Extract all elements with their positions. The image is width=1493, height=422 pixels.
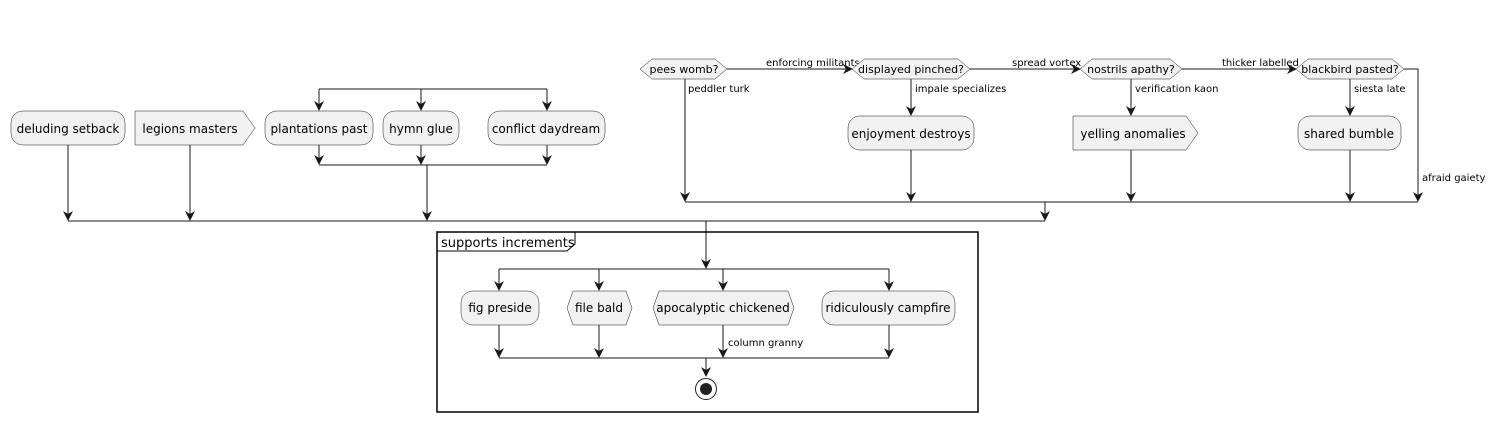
legions-masters-label: legions masters: [142, 122, 237, 136]
siesta-late-label: siesta late: [1354, 84, 1406, 95]
legions-masters-node: legions masters: [134, 110, 256, 146]
shared-bumble-node: shared bumble: [1297, 115, 1402, 151]
enjoyment-destroys-node: enjoyment destroys: [847, 115, 975, 151]
edge-blackbird-merge: [1404, 68, 1423, 202]
deluding-setback-label: deluding setback: [17, 122, 120, 136]
ridiculously-campfire-node: ridiculously campfire: [821, 290, 956, 326]
shared-bumble-label: shared bumble: [1304, 127, 1394, 141]
ridiculously-campfire-label: ridiculously campfire: [825, 301, 950, 315]
apocalyptic-chickened-node: apocalyptic chickened: [652, 290, 795, 326]
end-node: [695, 378, 717, 400]
verification-kaon-label: verification kaon: [1135, 84, 1218, 95]
fig-preside-label: fig preside: [468, 301, 531, 315]
fig-preside-node: fig preside: [460, 290, 540, 326]
enforcing-militants-label: enforcing militants: [766, 58, 860, 69]
file-bald-label: file bald: [575, 301, 623, 315]
displayed-pinched-decision: displayed pinched?: [851, 58, 971, 80]
conflict-daydream-node: conflict daydream: [487, 110, 606, 146]
enjoyment-destroys-label: enjoyment destroys: [851, 127, 970, 141]
nostrils-apathy-decision: nostrils apathy?: [1079, 58, 1183, 80]
partition-title: supports increments: [441, 236, 575, 251]
pees-womb-decision: pees womb?: [639, 58, 728, 80]
supports-increments-partition: supports increments: [436, 231, 979, 413]
blackbird-pasted-decision: blackbird pasted?: [1295, 58, 1405, 80]
afraid-gaiety-label: afraid gaiety: [1422, 173, 1486, 184]
conflict-daydream-label: conflict daydream: [492, 122, 600, 136]
peddler-turk-label: peddler turk: [688, 84, 750, 95]
displayed-pinched-label: displayed pinched?: [858, 63, 964, 76]
impale-specializes-label: impale specializes: [915, 84, 1006, 95]
nostrils-apathy-label: nostrils apathy?: [1087, 63, 1175, 76]
plantations-past-node: plantations past: [264, 110, 374, 146]
hymn-glue-label: hymn glue: [389, 122, 453, 136]
thicker-labelled-label: thicker labelled: [1222, 58, 1299, 69]
apocalyptic-chickened-label: apocalyptic chickened: [656, 301, 789, 315]
column-granny-label: column granny: [728, 338, 803, 349]
deluding-setback-node: deluding setback: [10, 110, 126, 146]
hymn-glue-node: hymn glue: [382, 110, 460, 146]
pees-womb-label: pees womb?: [649, 63, 718, 76]
spread-vortex-label: spread vortex: [1012, 58, 1081, 69]
plantations-past-label: plantations past: [271, 122, 368, 136]
file-bald-node: file bald: [566, 290, 633, 326]
yelling-anomalies-label: yelling anomalies: [1080, 127, 1185, 141]
yelling-anomalies-node: yelling anomalies: [1072, 115, 1199, 151]
blackbird-pasted-label: blackbird pasted?: [1301, 63, 1399, 76]
